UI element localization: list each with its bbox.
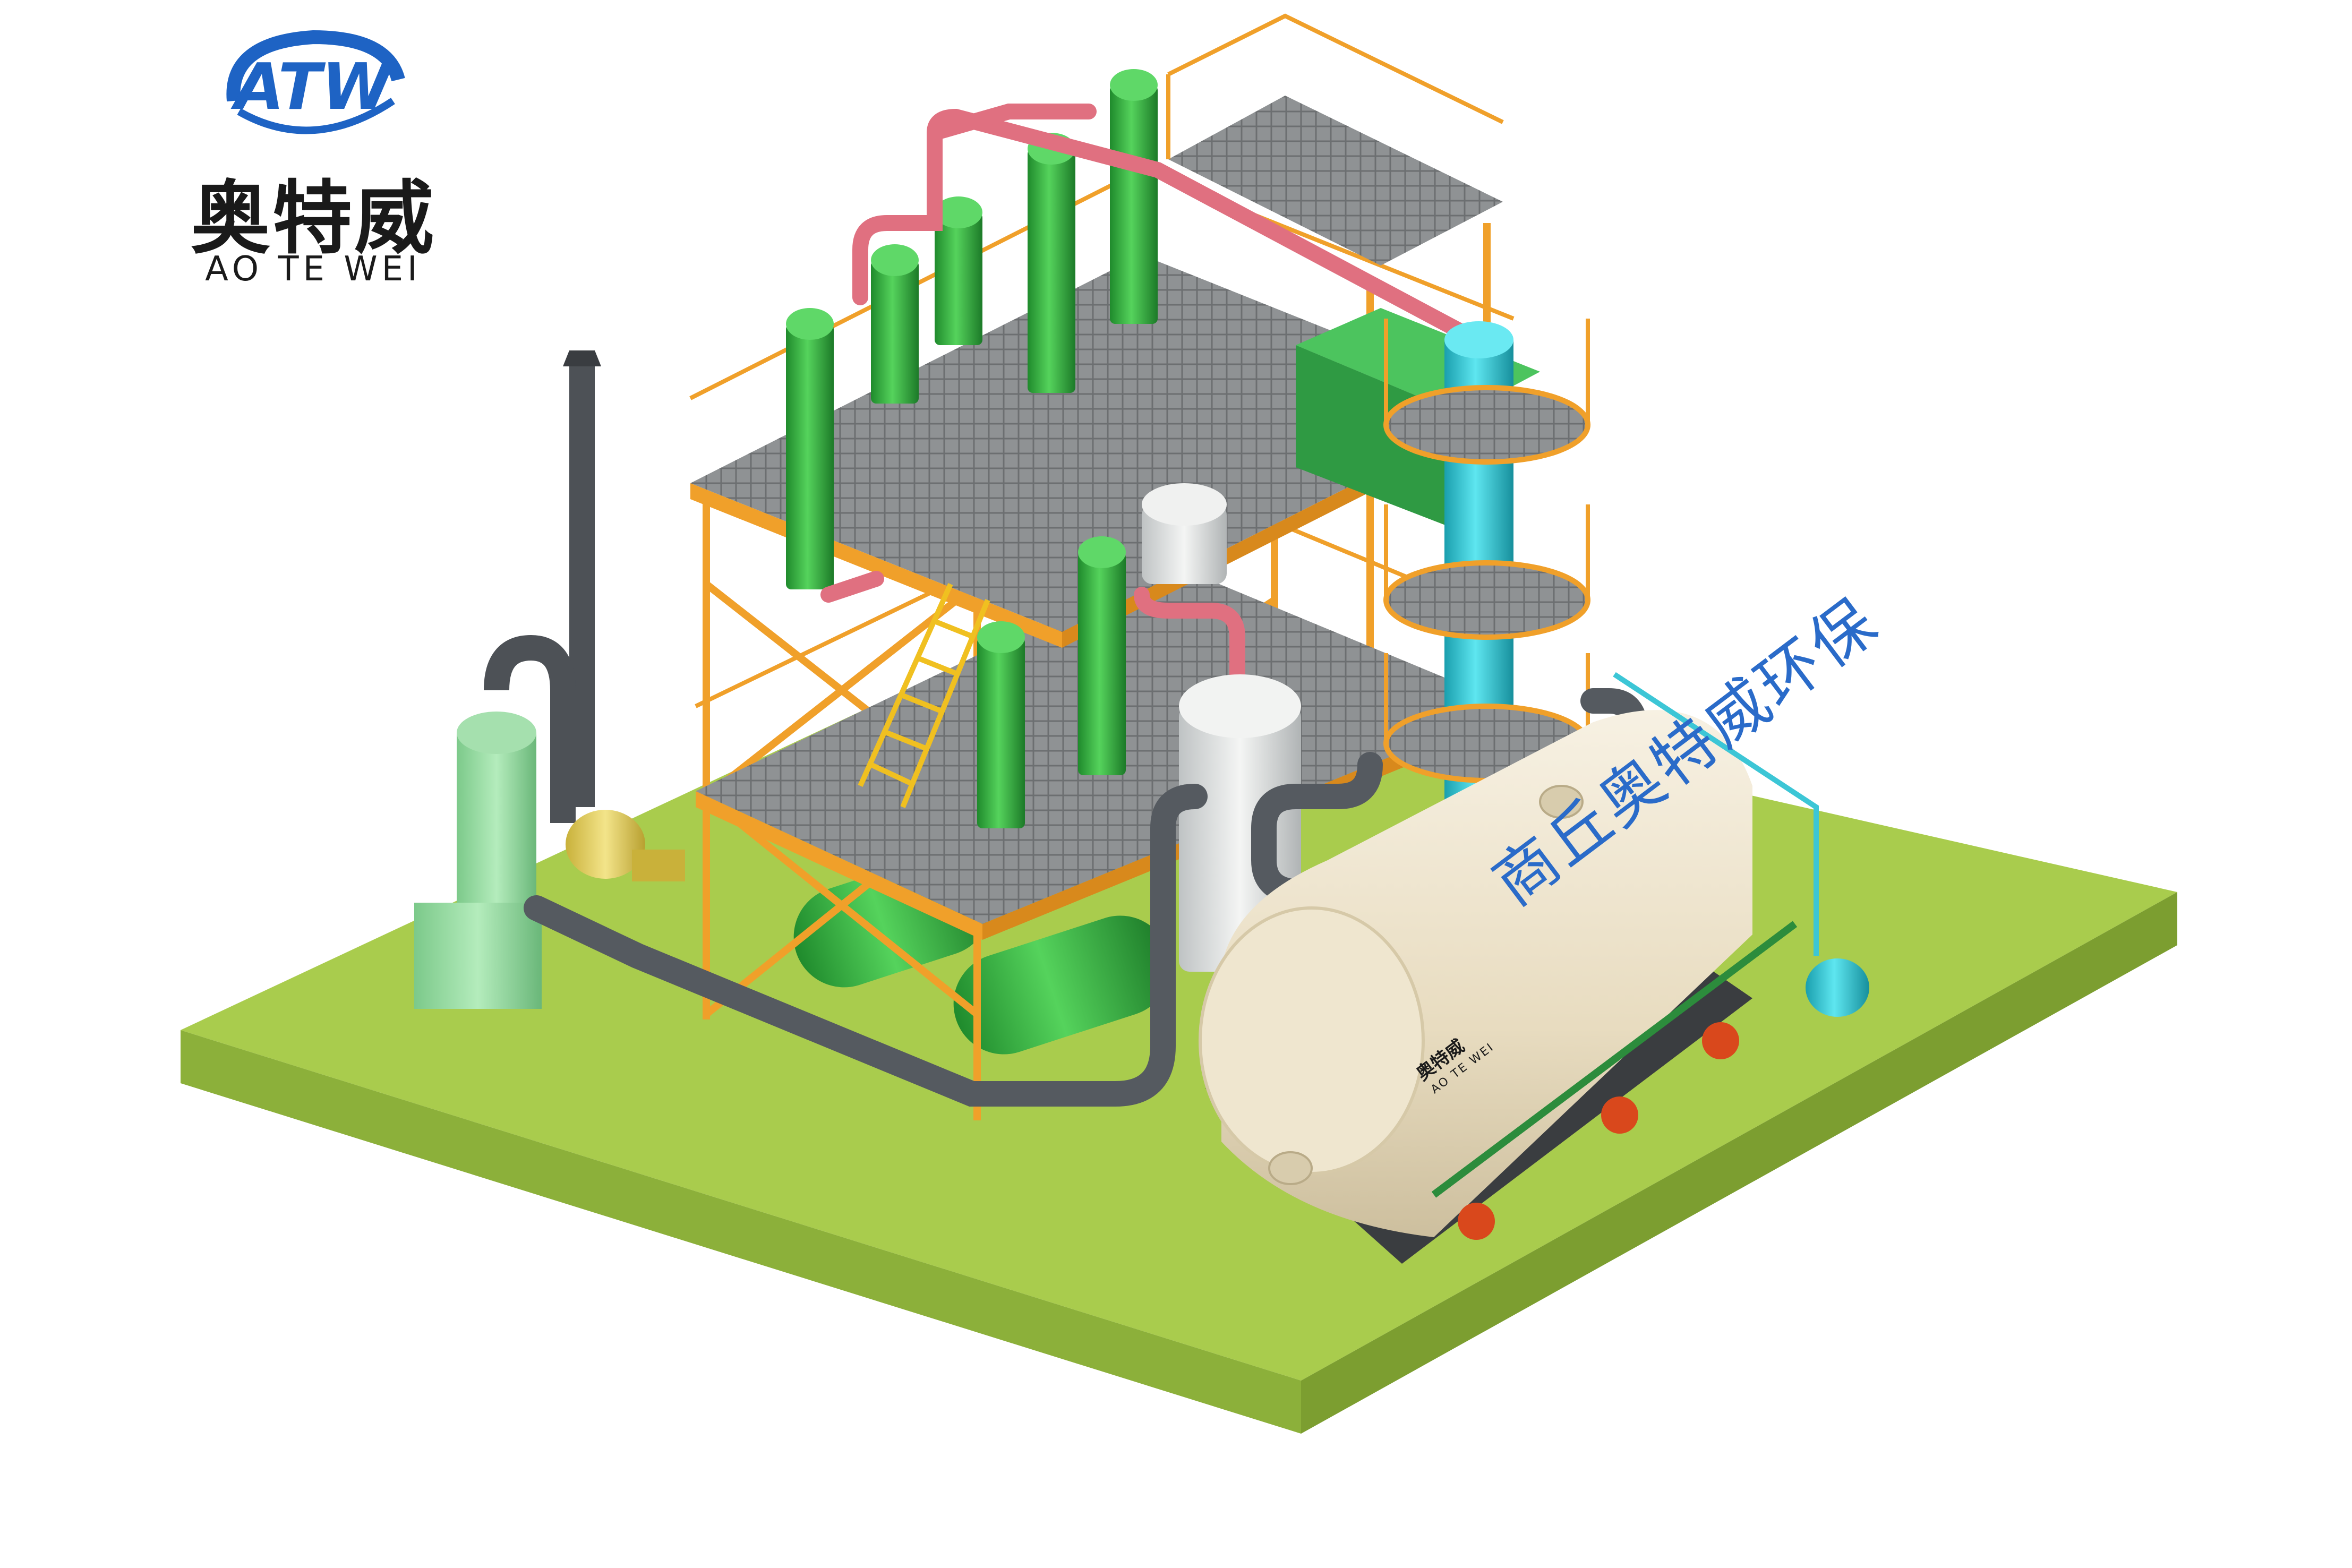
logo-mark-text: ATW [230, 50, 395, 124]
condenser-7 [977, 621, 1025, 828]
condenser-vessels [786, 69, 1158, 828]
condenser-3 [935, 196, 982, 345]
ladder [858, 582, 990, 808]
scrubber-tower [414, 635, 576, 1009]
burners [1458, 1022, 1739, 1240]
atw-logo-icon: ATW [226, 30, 405, 134]
gas-line-green [1431, 921, 1798, 1198]
logo-name-cn: 奥特威 [190, 173, 436, 265]
top-platform [1166, 13, 1504, 265]
condenser-5 [1110, 69, 1158, 324]
pyrolysis-reactor [1199, 710, 1752, 1264]
condenser-4 [1028, 133, 1075, 393]
logo-name-en: AO TE WEI [205, 250, 422, 289]
condenser-6 [1078, 536, 1126, 775]
condenser-2 [871, 244, 919, 404]
exhaust-fan [566, 810, 685, 881]
blower-fan [1806, 958, 1869, 1017]
receiver-vessel [1142, 483, 1227, 584]
condenser-1 [786, 308, 834, 589]
pink-pipes [820, 104, 1484, 698]
cooling-pipe-cyan [1613, 672, 1819, 956]
horizontal-tank-right [953, 915, 1171, 1055]
company-logo: ATW 奥特威 AO TE WEI [175, 21, 451, 289]
